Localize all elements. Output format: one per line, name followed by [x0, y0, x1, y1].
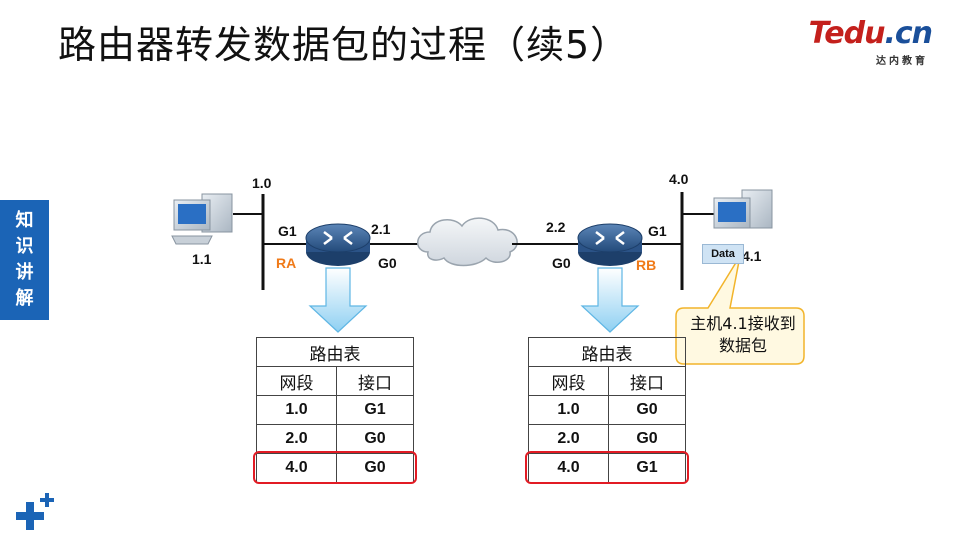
plus-decoration-icon	[16, 493, 54, 530]
ra-ip-label: 2.1	[371, 221, 391, 237]
side-tab-char: 解	[15, 288, 34, 309]
right-host-label: 4.1	[742, 248, 762, 264]
rb-lookup-arrow-icon	[580, 267, 640, 333]
table-cell-interface: G1	[336, 395, 414, 425]
table-cell-interface: G0	[608, 395, 686, 425]
table-row: 2.0 G0	[256, 424, 414, 454]
left-host-label: 1.1	[192, 251, 212, 267]
host-pc-right-icon	[713, 189, 773, 229]
tedu-logo: Tedu.cn 达内教育	[802, 16, 933, 68]
rb-name-label: RB	[636, 257, 656, 273]
table-header-network: 网段	[256, 366, 337, 396]
table-header-network: 网段	[528, 366, 609, 396]
table-row: 1.0 G0	[528, 395, 686, 425]
router-rb-icon	[577, 223, 643, 266]
table-header-interface: 接口	[608, 366, 686, 396]
data-packet-tag: Data	[702, 244, 744, 264]
rb-ip-label: 2.2	[546, 219, 566, 235]
host-pc-left-icon	[171, 193, 233, 245]
table-cell-network: 4.0	[528, 453, 609, 483]
table-cell-interface: G0	[336, 424, 414, 454]
table-cell-network: 2.0	[256, 424, 337, 454]
slide-title: 路由器转发数据包的过程（续5）	[58, 23, 630, 67]
rb-right-interface-label: G1	[648, 223, 667, 239]
ra-right-interface-label: G0	[378, 255, 397, 271]
table-cell-network: 2.0	[528, 424, 609, 454]
table-cell-network: 4.0	[256, 453, 337, 483]
logo-wordmark: Tedu.cn	[808, 16, 933, 51]
table-cell-network: 1.0	[256, 395, 337, 425]
logo-main-text: Tedu	[808, 16, 886, 51]
section-tab-knowledge: 知 识 讲 解	[0, 200, 49, 320]
table-cell-interface: G0	[608, 424, 686, 454]
routing-table-title: 路由表	[528, 337, 686, 367]
logo-tld-text: .cn	[884, 16, 933, 51]
routing-table-rb: 路由表 网段 接口 1.0 G0 2.0 G0 4.0 G1	[528, 337, 686, 483]
ra-name-label: RA	[276, 255, 296, 271]
side-tab-char: 知	[15, 210, 34, 231]
table-row-highlighted: 4.0 G1	[528, 453, 686, 483]
callout-bubble	[675, 255, 805, 365]
router-ra-icon	[305, 223, 371, 266]
routing-table-title: 路由表	[256, 337, 414, 367]
left-network-label: 1.0	[252, 175, 272, 191]
logo-subtitle: 达内教育	[876, 56, 928, 67]
callout-text: 主机4.1接收到数据包	[690, 314, 796, 355]
ra-left-interface-label: G1	[278, 223, 297, 239]
ra-lookup-arrow-icon	[308, 267, 368, 333]
rb-left-interface-label: G0	[552, 255, 571, 271]
table-row: 2.0 G0	[528, 424, 686, 454]
matched-route-highlight-ra	[253, 451, 417, 484]
table-cell-network: 1.0	[528, 395, 609, 425]
side-tab-char: 讲	[15, 262, 34, 283]
table-cell-interface: G1	[608, 453, 686, 483]
right-network-label: 4.0	[669, 171, 689, 187]
matched-route-highlight-rb	[525, 451, 689, 484]
side-tab-char: 识	[15, 236, 34, 257]
table-header-interface: 接口	[336, 366, 414, 396]
table-row: 1.0 G1	[256, 395, 414, 425]
wan-cloud-icon	[417, 217, 518, 267]
